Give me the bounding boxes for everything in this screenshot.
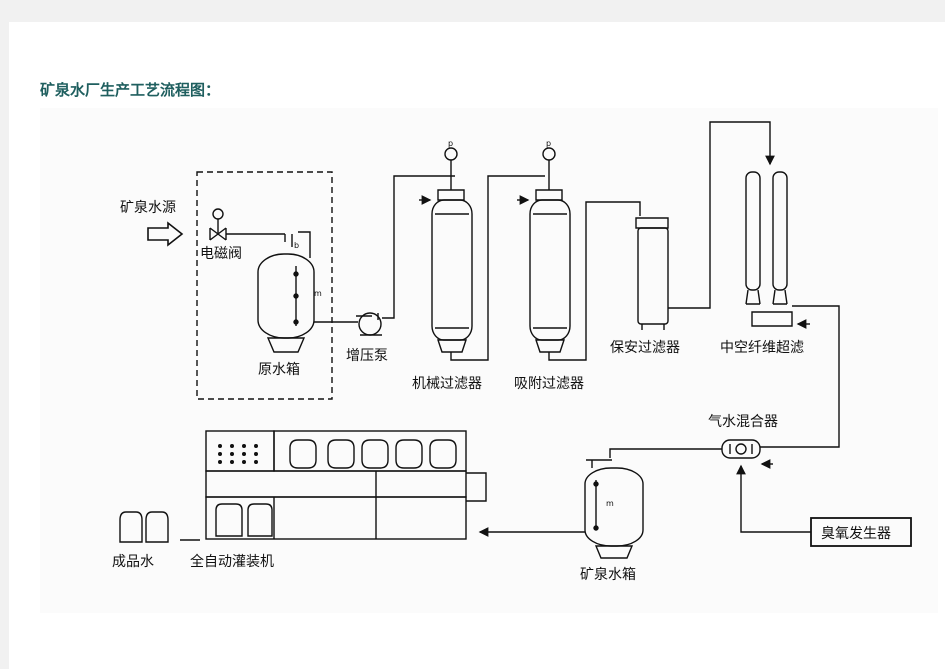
security-filter — [635, 217, 669, 330]
pipe-mixer-tank — [609, 448, 722, 458]
mineral-tank — [584, 459, 644, 559]
booster-pump-icon — [356, 312, 382, 336]
label-filler: 全自动灌装机 — [190, 553, 274, 570]
page-heading: 矿泉水厂生产工艺流程图： — [40, 81, 221, 99]
pipe-ozone-mixer — [736, 464, 811, 533]
raw-tank — [257, 231, 315, 353]
mark-p-mech: p — [448, 139, 453, 148]
mech-filter — [431, 147, 473, 353]
label-booster-pump: 增压泵 — [346, 348, 388, 364]
label-security-filter: 保安过滤器 — [610, 340, 680, 356]
process-flow-diagram: b m p p m 矿泉水源 电磁阀 原水箱 增压泵 机械过滤器 吸附过滤器 保… — [40, 108, 938, 613]
label-mixer: 气水混合器 — [708, 414, 778, 430]
pretreatment-dashed-box — [196, 171, 333, 400]
pipe-mech-adsorb — [450, 175, 545, 361]
pipe-uf-mixer — [760, 305, 840, 448]
label-source: 矿泉水源 — [120, 199, 176, 216]
label-mineral-tank: 矿泉水箱 — [580, 566, 636, 583]
adsorb-filter — [529, 147, 571, 353]
valve-icon — [209, 227, 227, 241]
mark-b: b — [294, 241, 299, 250]
product-bottles-icon — [119, 511, 169, 543]
label-valve: 电磁阀 — [200, 246, 242, 262]
mark-m-tank: m — [606, 499, 614, 508]
pipe-pump-mech — [382, 175, 455, 319]
label-uf: 中空纤维超滤 — [720, 340, 804, 356]
label-mech-filter: 机械过滤器 — [412, 376, 482, 392]
label-raw-tank: 原水箱 — [258, 362, 300, 378]
source-inlet-arrow — [147, 221, 184, 247]
mark-m: m — [314, 289, 322, 298]
ozone-generator-box — [810, 517, 912, 547]
label-adsorb-filter: 吸附过滤器 — [514, 376, 584, 392]
pipe-adsorb-security — [548, 201, 641, 361]
mark-p-adsorb: p — [546, 139, 551, 148]
label-ozone: 臭氧发生器 — [821, 526, 891, 542]
pipe-security-uf — [668, 121, 775, 309]
label-product: 成品水 — [112, 554, 154, 570]
uf-membranes — [745, 171, 793, 327]
filling-machine — [180, 430, 487, 541]
